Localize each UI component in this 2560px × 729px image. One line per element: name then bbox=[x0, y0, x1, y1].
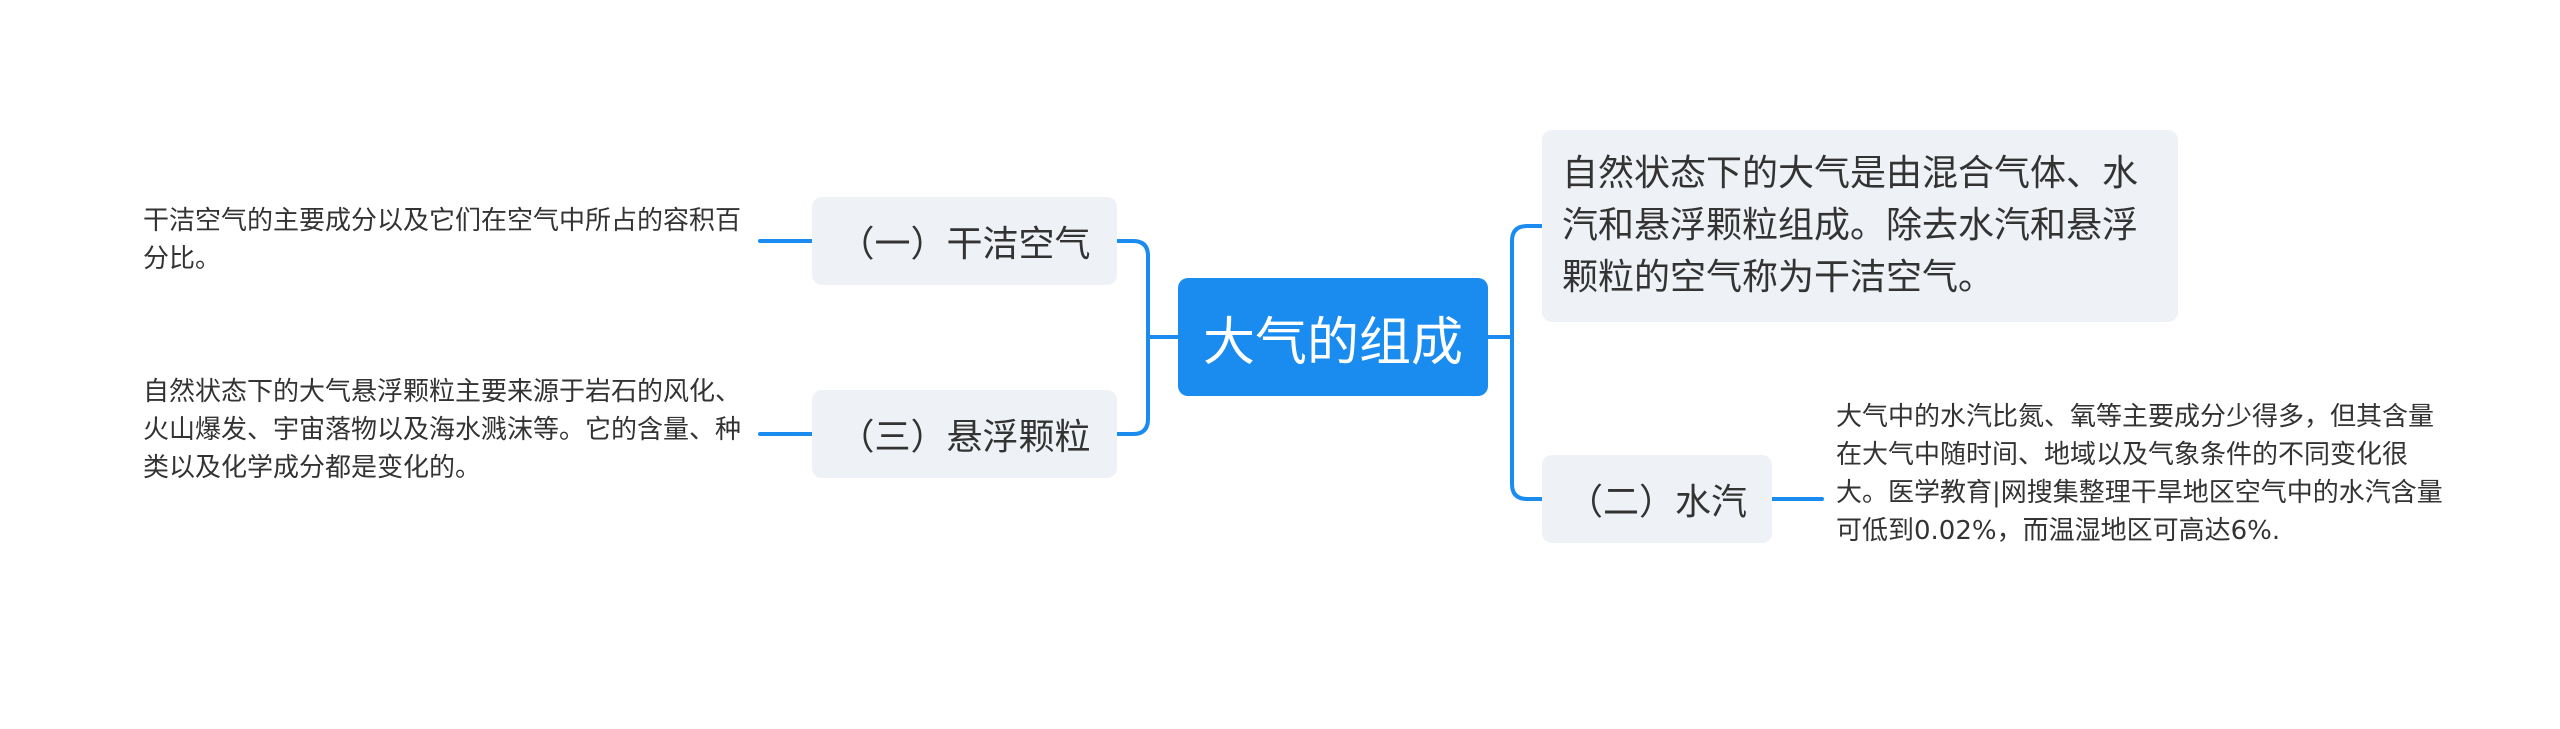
center-node-label: 大气的组成 bbox=[1202, 312, 1463, 373]
connector-left-branch-2 bbox=[1115, 335, 1150, 436]
connector-right-branch-2 bbox=[1510, 335, 1544, 501]
leaf-note-suspended-particles[interactable]: 自然状态下的大气悬浮颗粒主要来源于岩石的风化、火山爆发、宇宙落物以及海水溅沫等。… bbox=[143, 373, 763, 487]
branch-node-label: 自然状态下的大气是由混合气体、水汽和悬浮颗粒组成。除去水汽和悬浮颗粒的空气称为干… bbox=[1562, 153, 2139, 298]
branch-node-label: （二）水汽 bbox=[1566, 482, 1747, 523]
leaf-note-water-vapor[interactable]: 大气中的水汽比氮、氧等主要成分少得多，但其含量在大气中随时间、地域以及气象条件的… bbox=[1836, 398, 2456, 550]
leaf-note-text: 大气中的水汽比氮、氧等主要成分少得多，但其含量在大气中随时间、地域以及气象条件的… bbox=[1836, 402, 2443, 546]
leaf-note-text: 自然状态下的大气悬浮颗粒主要来源于岩石的风化、火山爆发、宇宙落物以及海水溅沫等。… bbox=[143, 377, 742, 483]
branch-node-definition[interactable]: 自然状态下的大气是由混合气体、水汽和悬浮颗粒组成。除去水汽和悬浮颗粒的空气称为干… bbox=[1542, 130, 2178, 322]
connector-right-branch-1 bbox=[1510, 224, 1544, 339]
leaf-note-dry-air[interactable]: 干洁空气的主要成分以及它们在空气中所占的容积百分比。 bbox=[143, 202, 763, 278]
branch-node-suspended-particles[interactable]: （三）悬浮颗粒 bbox=[812, 390, 1117, 478]
leaf-note-text: 干洁空气的主要成分以及它们在空气中所占的容积百分比。 bbox=[143, 206, 742, 274]
connector-left-branch-1 bbox=[1115, 239, 1150, 339]
branch-node-label: （三）悬浮颗粒 bbox=[838, 417, 1091, 458]
branch-node-dry-air[interactable]: （一）干洁空气 bbox=[812, 197, 1117, 285]
branch-node-water-vapor[interactable]: （二）水汽 bbox=[1542, 455, 1772, 543]
center-node[interactable]: 大气的组成 bbox=[1178, 278, 1488, 396]
branch-node-label: （一）干洁空气 bbox=[838, 224, 1091, 265]
